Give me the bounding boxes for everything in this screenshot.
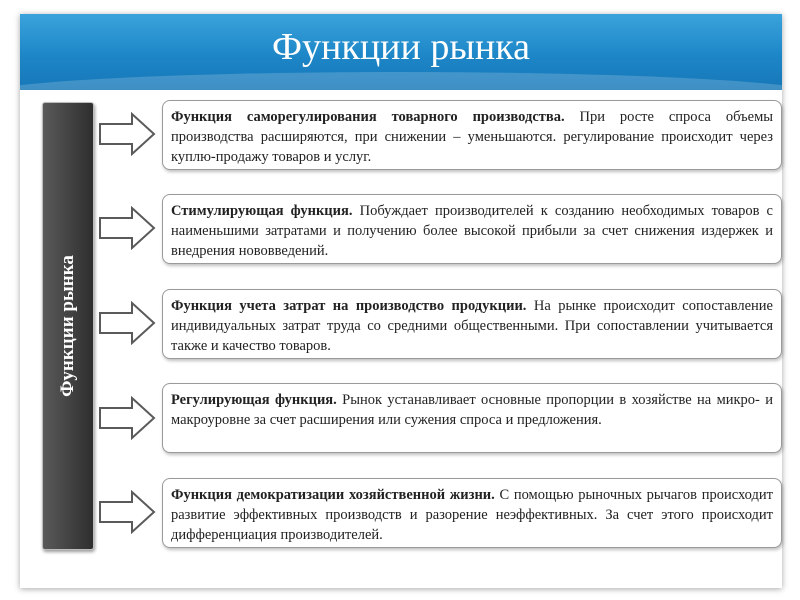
arrow-right-icon — [99, 112, 156, 156]
slide-title: Функции рынка — [272, 26, 530, 68]
function-description: Рынок устанавливает основные пропорции в… — [171, 392, 774, 428]
vertical-category-label: Функции рынка — [57, 255, 78, 397]
function-description: При росте спроса объемы производства рас… — [171, 109, 773, 165]
arrow-right-icon — [99, 396, 156, 440]
function-box-self-regulation: Функция саморегулирования товарного прои… — [162, 100, 782, 170]
vertical-category-box: Функции рынка — [42, 102, 94, 550]
function-box-cost-accounting: Функция учета затрат на производство про… — [162, 289, 782, 359]
function-name: Регулирующая функция. — [171, 392, 337, 408]
arrow-right-icon — [99, 490, 156, 534]
function-box-stimulating: Стимулирующая функция. Побуждает произво… — [162, 194, 782, 264]
function-name: Стимулирующая функция. — [171, 203, 353, 219]
function-name: Функция саморегулирования товарного прои… — [171, 109, 565, 125]
function-description: На рынке происходит сопоставление индиви… — [171, 298, 773, 354]
arrow-right-icon — [99, 301, 156, 345]
arrow-right-icon — [99, 206, 156, 250]
function-box-democratization: Функция демократизации хозяйственной жиз… — [162, 478, 782, 548]
function-box-regulating: Регулирующая функция. Рынок устанавливае… — [162, 383, 782, 453]
function-description: С помощью рыночных рычагов происходит ра… — [171, 487, 773, 543]
function-description: Побуждает производителей к созданию необ… — [171, 203, 773, 259]
function-name: Функция учета затрат на производство про… — [171, 298, 527, 314]
header-band — [20, 14, 782, 90]
function-name: Функция демократизации хозяйственной жиз… — [171, 487, 495, 503]
